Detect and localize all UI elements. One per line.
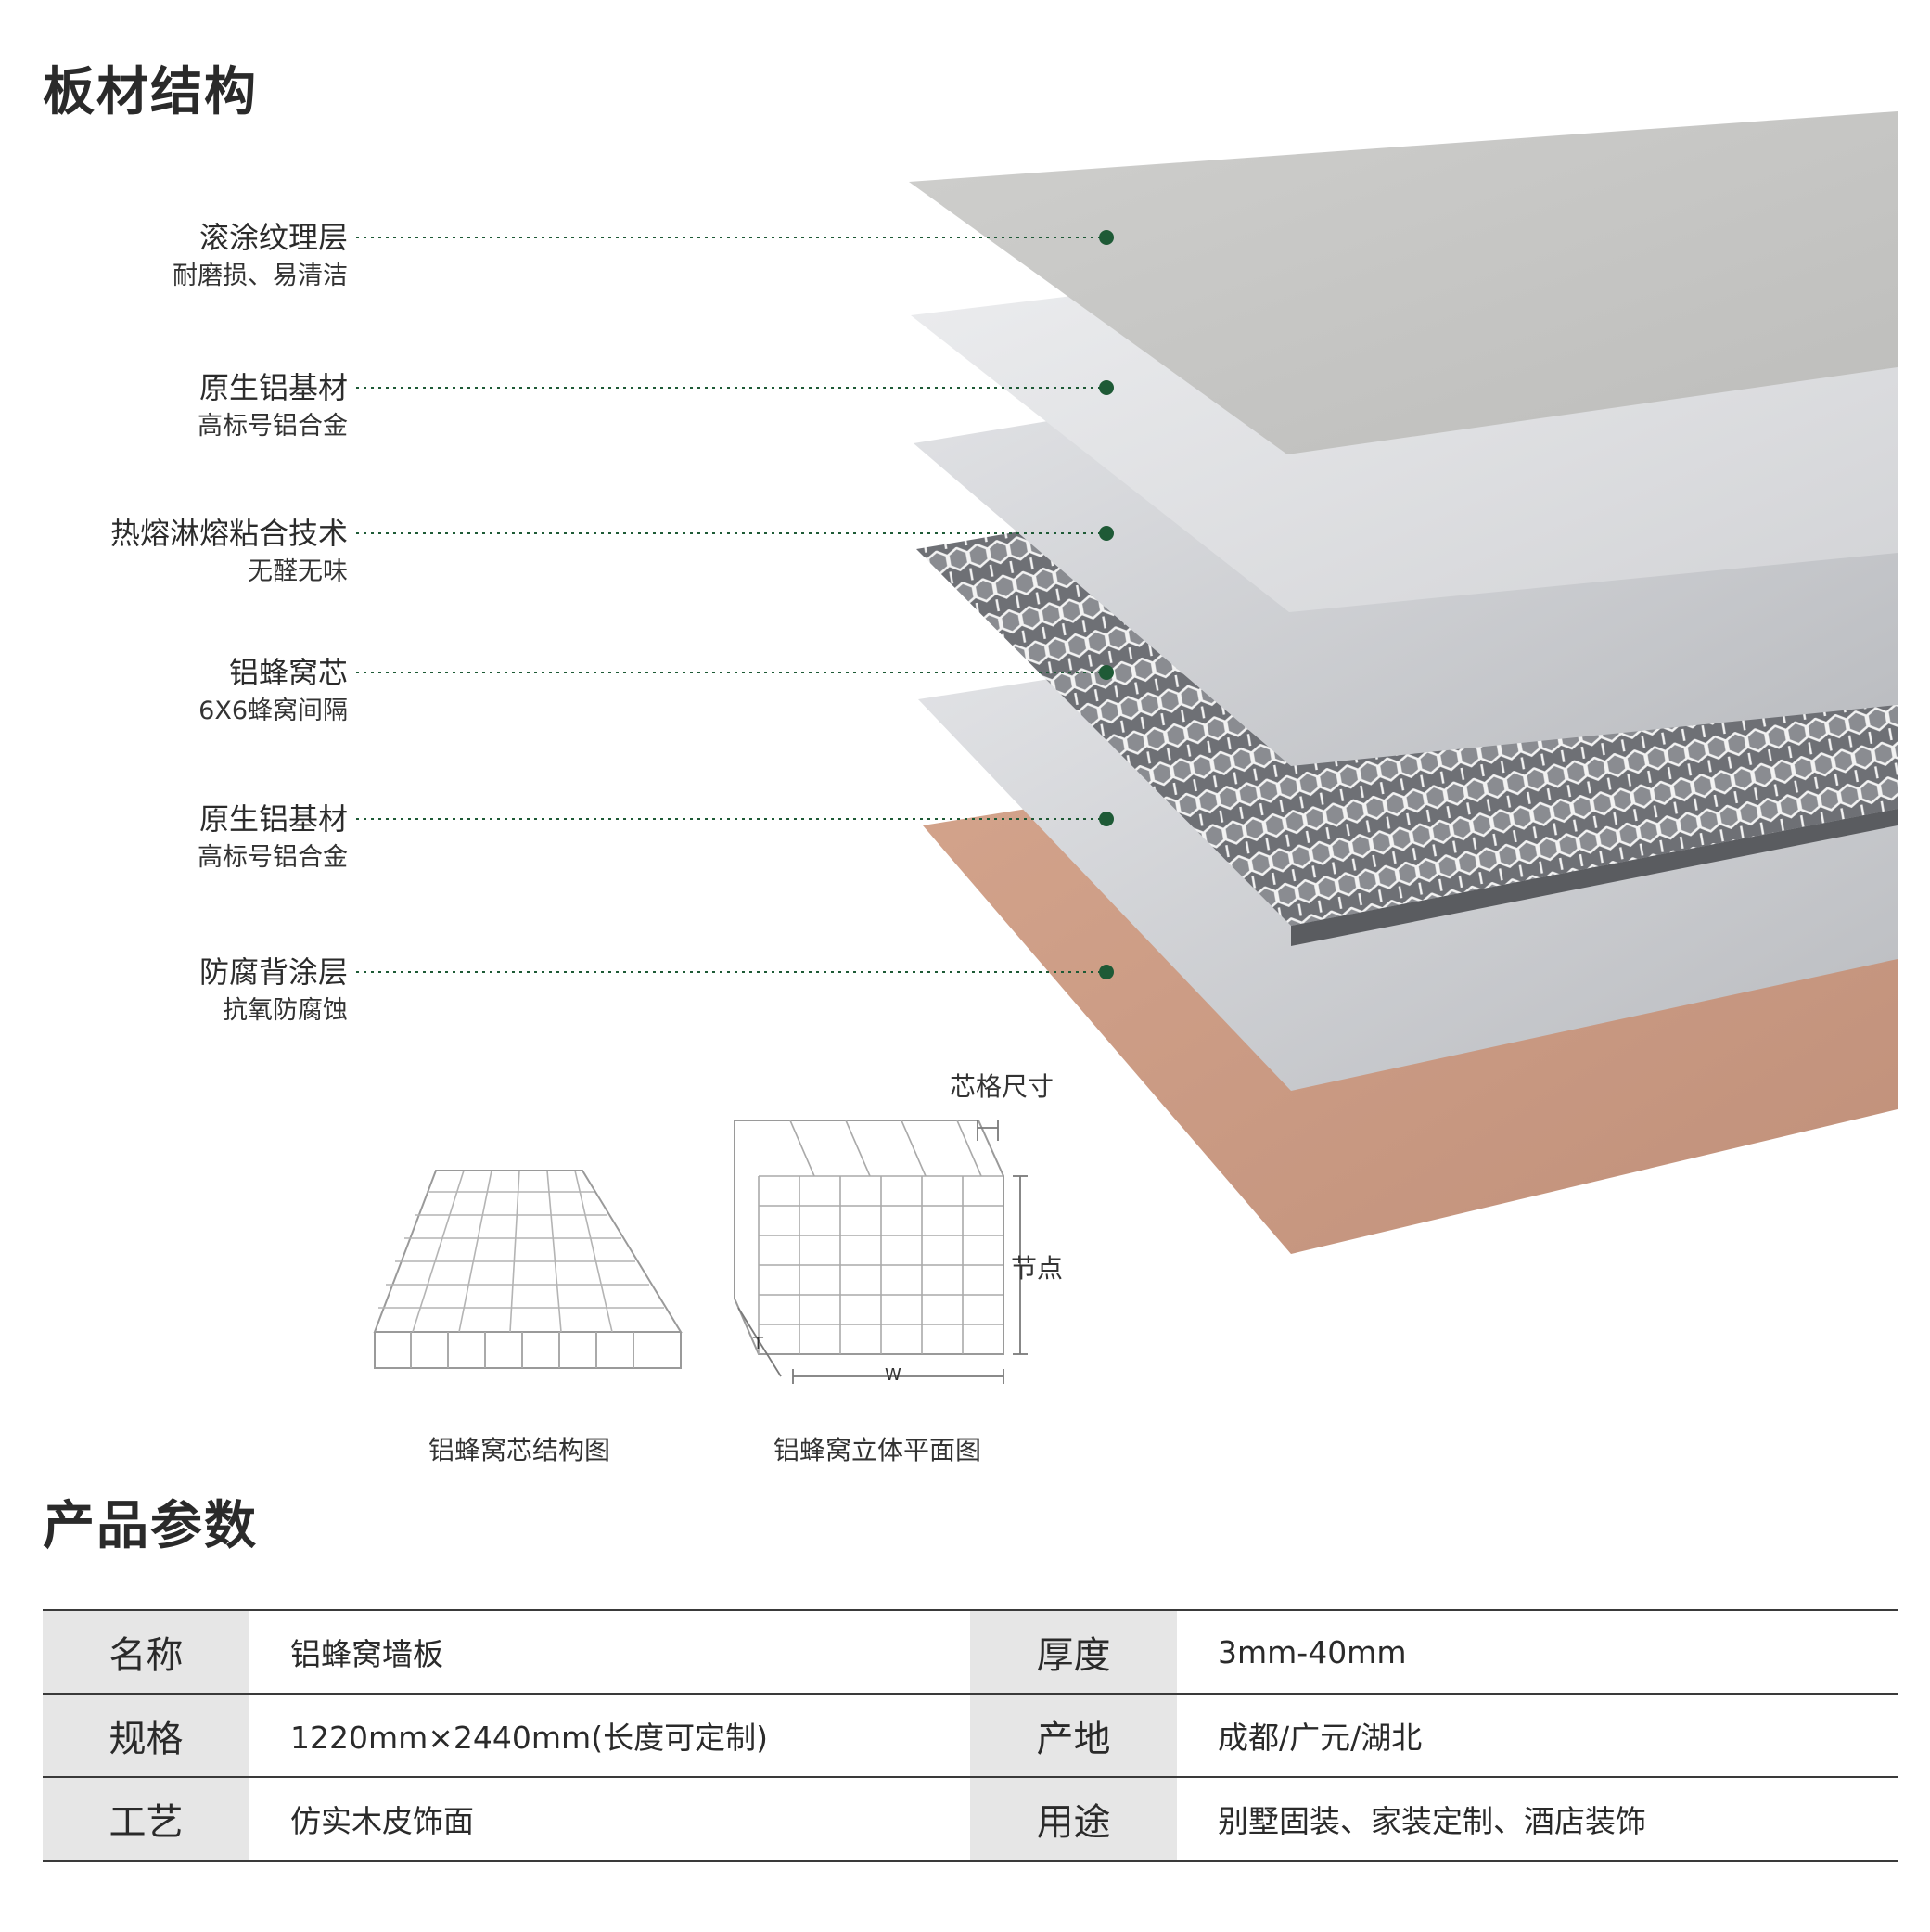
layer-desc: 耐磨损、易清洁 (173, 262, 348, 290)
node-label: 节点 (1011, 1253, 1064, 1284)
leader-dots (1099, 230, 1114, 979)
param-key: 用途 (970, 1777, 1177, 1862)
honeycomb-core-edge (1291, 809, 1898, 946)
params-section-title: 产品参数 (43, 1496, 258, 1556)
leader-dot (1099, 230, 1114, 245)
layer-label-aluminum-2: 原生铝基材 高标号铝合金 (198, 804, 348, 870)
param-key: 名称 (43, 1610, 249, 1695)
param-value: 1220mm×2440mm(长度可定制) (249, 1694, 970, 1778)
layer-name: 原生铝基材 (198, 801, 348, 837)
param-value: 成都/广元/湖北 (1177, 1694, 1898, 1778)
layer-desc: 高标号铝合金 (198, 412, 348, 441)
product-params-table: 名称 铝蜂窝墙板 厚度 3mm-40mm 规格 1220mm×2440mm(长度… (43, 1609, 1898, 1862)
layer-label-top-coat: 滚涂纹理层 耐磨损、易清洁 (173, 223, 348, 288)
leader-dot (1099, 812, 1114, 826)
param-value: 别墅固装、家装定制、酒店装饰 (1177, 1777, 1898, 1862)
t-dimension-label: T (753, 1334, 763, 1353)
table-row: 名称 铝蜂窝墙板 厚度 3mm-40mm (43, 1610, 1898, 1695)
param-key: 规格 (43, 1694, 249, 1778)
leader-dot (1099, 665, 1114, 680)
layer-name: 铝蜂窝芯 (228, 655, 348, 690)
layer-desc: 6X6蜂窝间隔 (198, 697, 348, 725)
structure-section-title: 板材结构 (43, 62, 258, 122)
leader-lines (356, 237, 1106, 973)
leader-dot (1099, 965, 1114, 979)
param-value: 铝蜂窝墙板 (249, 1610, 970, 1695)
leader-dot (1099, 526, 1114, 541)
layer-label-adhesive: 热熔淋熔粘合技术 无醛无味 (110, 518, 348, 584)
leader-dot (1099, 380, 1114, 395)
layer-label-aluminum-1: 原生铝基材 高标号铝合金 (198, 373, 348, 439)
layer-name: 防腐背涂层 (198, 954, 348, 990)
layer-name: 原生铝基材 (198, 370, 348, 405)
layer-desc: 抗氧防腐蚀 (223, 996, 348, 1025)
honeycomb-structure-diagram (373, 1170, 683, 1369)
layer-name: 热熔淋熔粘合技术 (109, 516, 348, 551)
param-key: 厚度 (970, 1610, 1177, 1695)
param-value: 3mm-40mm (1177, 1610, 1898, 1695)
layer-desc: 高标号铝合金 (198, 843, 348, 872)
panel-layers-illustration (356, 111, 1898, 1384)
layer-name: 滚涂纹理层 (198, 220, 348, 255)
param-value: 仿实木皮饰面 (249, 1777, 970, 1862)
honeycomb-plan-caption: 铝蜂窝立体平面图 (773, 1435, 982, 1465)
honeycomb-structure-caption: 铝蜂窝芯结构图 (428, 1435, 611, 1465)
param-key: 产地 (970, 1694, 1177, 1778)
cell-size-label: 芯格尺寸 (950, 1071, 1054, 1102)
table-row: 规格 1220mm×2440mm(长度可定制) 产地 成都/广元/湖北 (43, 1694, 1898, 1778)
w-dimension-label: W (885, 1365, 901, 1385)
layer-label-honeycomb: 铝蜂窝芯 6X6蜂窝间隔 (198, 658, 348, 723)
honeycomb-plan-diagram (734, 1120, 1028, 1384)
table-row: 工艺 仿实木皮饰面 用途 别墅固装、家装定制、酒店装饰 (43, 1777, 1898, 1862)
layer-desc: 无醛无味 (248, 557, 348, 586)
top-coat-layer (909, 111, 1898, 454)
param-key: 工艺 (43, 1777, 249, 1862)
layer-label-back-coat: 防腐背涂层 抗氧防腐蚀 (199, 957, 348, 1023)
